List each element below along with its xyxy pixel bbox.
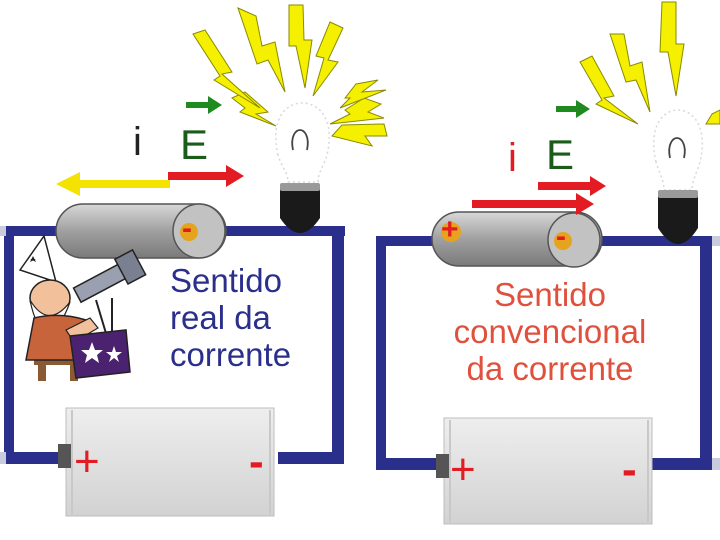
left-caption-line-2: real da	[170, 299, 271, 336]
right-wire	[376, 236, 720, 470]
right-battery-minus: -	[622, 445, 637, 494]
right-battery	[436, 417, 653, 525]
right-arrow-red-small	[538, 176, 606, 196]
left-arrow-red	[168, 165, 244, 187]
right-caption-line-1: Sentido	[494, 276, 606, 313]
right-battery-plus: +	[450, 445, 476, 494]
left-conductor-minus: -	[182, 212, 192, 245]
left-caption: Sentido real da corrente	[170, 262, 291, 373]
left-arrow-green	[186, 96, 222, 114]
left-battery-plus: +	[74, 437, 100, 486]
left-conductor-charge	[180, 223, 198, 241]
left-circuit	[0, 4, 388, 517]
left-caption-line-3: corrente	[170, 336, 292, 373]
right-light-rays	[579, 1, 720, 125]
left-battery	[58, 407, 275, 517]
right-label-e: E	[546, 131, 575, 178]
left-battery-minus: -	[249, 437, 264, 486]
right-conductor-minus-sign: -	[556, 220, 566, 253]
right-caption: Sentido convencional da corrente	[380, 276, 720, 387]
right-arrow-green	[556, 100, 590, 118]
left-conductor-end-cap	[172, 203, 226, 259]
right-bulb-icon	[652, 109, 704, 244]
wizard-icon	[18, 234, 147, 381]
left-caption-line-1: Sentido	[170, 262, 282, 299]
left-bulb-icon	[275, 102, 330, 233]
left-arrow-yellow	[56, 172, 170, 196]
right-conductor-charge-plus	[441, 222, 461, 242]
right-label-i: i	[508, 136, 517, 180]
right-conductor-plus-sign: +	[441, 213, 459, 246]
right-arrow-red	[472, 193, 594, 215]
left-light-rays	[192, 4, 388, 147]
right-circuit	[376, 1, 720, 525]
right-conductor-end-cap	[547, 212, 601, 268]
left-wire	[0, 226, 345, 464]
right-caption-line-2: convencional	[453, 313, 647, 350]
right-conductor-charge-minus	[554, 232, 572, 250]
right-caption-line-3: da corrente	[466, 350, 634, 387]
left-label-e: E	[180, 121, 209, 168]
left-label-i: i	[133, 120, 142, 164]
